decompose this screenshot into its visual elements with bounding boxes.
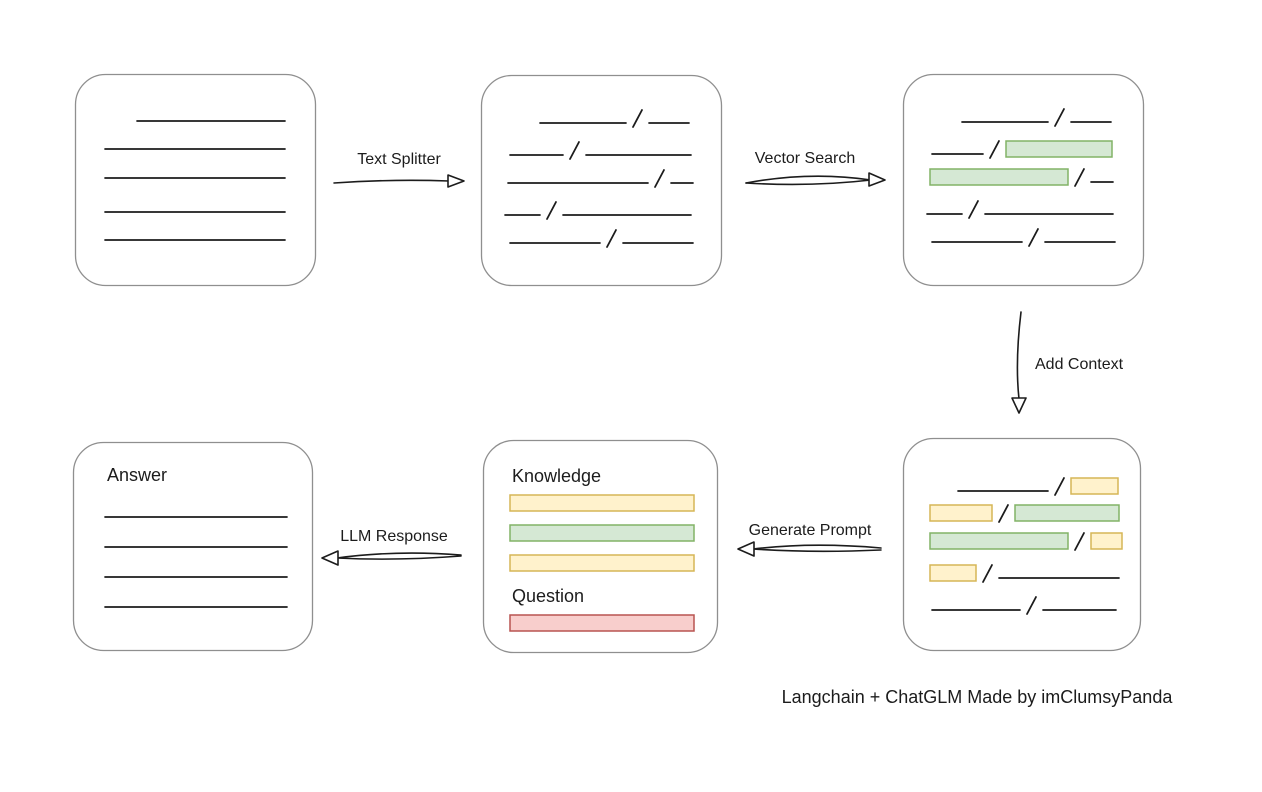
highlight-bar-green [929,532,1069,550]
chunk-separator-slash [1028,228,1039,247]
diagram-caption: Langchain + ChatGLM Made by imClumsyPand… [782,687,1174,707]
chunk-separator-slash [546,201,557,220]
llm-response-label: LLM Response [340,528,448,545]
vector-search-arrow-shaft-top [745,175,872,184]
text-splitter-arrow-shaft [333,179,450,184]
add-context-arrow [1011,311,1027,414]
answer-label: Answer [107,465,167,485]
generate-prompt-label: Generate Prompt [749,522,872,539]
add-context-arrow-shaft [1016,311,1022,400]
chunk-separator-slash [989,140,1000,159]
generate-prompt-arrow-shaft-bottom [752,548,882,553]
question-label: Question [512,586,584,606]
text-splitter-label: Text Splitter [357,151,441,168]
vector-search-arrow [745,172,886,187]
highlight-bar-green [1014,504,1120,522]
arrows-layer [321,172,1027,566]
prompt-group [482,439,719,654]
highlight-bar-green [509,524,695,542]
vector-search-arrow-shaft-bottom [745,179,872,186]
generate-prompt-arrowhead-icon [737,541,755,557]
highlight-bar-red [509,614,695,632]
llm-response-arrowhead-icon [321,550,339,566]
text-splitter-arrow [333,174,465,188]
chunk-separator-slash [606,229,617,248]
chunk-separator-slash [968,200,979,219]
highlight-bar-yellow [509,494,695,512]
highlight-bar-yellow [509,554,695,572]
boxes-layer [72,73,1145,654]
chunk-separator-slash [632,109,643,128]
context-chunks-group [902,437,1142,652]
chunk-separator-slash [1074,168,1085,187]
labels-layer: Text Splitter Vector Search Add Context … [107,150,1173,707]
add-context-label: Add Context [1035,356,1124,373]
highlight-bar-green [1005,140,1113,158]
vector-search-label: Vector Search [755,150,856,167]
chunk-separator-slash [1026,596,1037,615]
split-chunks-group [480,74,723,287]
chunk-separator-slash [1074,532,1085,551]
highlight-bar-green [929,168,1069,186]
text-splitter-arrowhead-icon [447,174,465,188]
source-document-box [74,73,317,287]
highlight-bar-yellow [1090,532,1123,550]
highlight-bar-yellow [929,504,993,522]
chunk-separator-slash [1054,477,1065,496]
vector-search-arrowhead-icon [868,172,886,187]
highlight-bar-yellow [1070,477,1119,495]
llm-response-arrow-shaft-bottom [336,555,462,560]
answer-group [72,441,314,652]
add-context-arrowhead-icon [1011,397,1027,414]
generate-prompt-arrow-shaft-top [752,544,882,550]
chunk-separator-slash [569,141,580,160]
chunk-separator-slash [998,504,1009,523]
source-document-group [74,73,317,287]
llm-response-arrow-shaft-top [336,552,462,559]
chunk-separator-slash [1054,108,1065,127]
prompt-box [482,439,719,654]
chunk-separator-slash [654,169,665,188]
chunk-separator-slash [982,564,993,583]
generate-prompt-arrow [737,541,882,557]
highlight-bar-yellow [929,564,977,582]
split-chunks-box [480,74,723,287]
vector-matched-chunks-group [902,73,1145,287]
knowledge-label: Knowledge [512,466,601,486]
llm-response-arrow [321,550,462,566]
